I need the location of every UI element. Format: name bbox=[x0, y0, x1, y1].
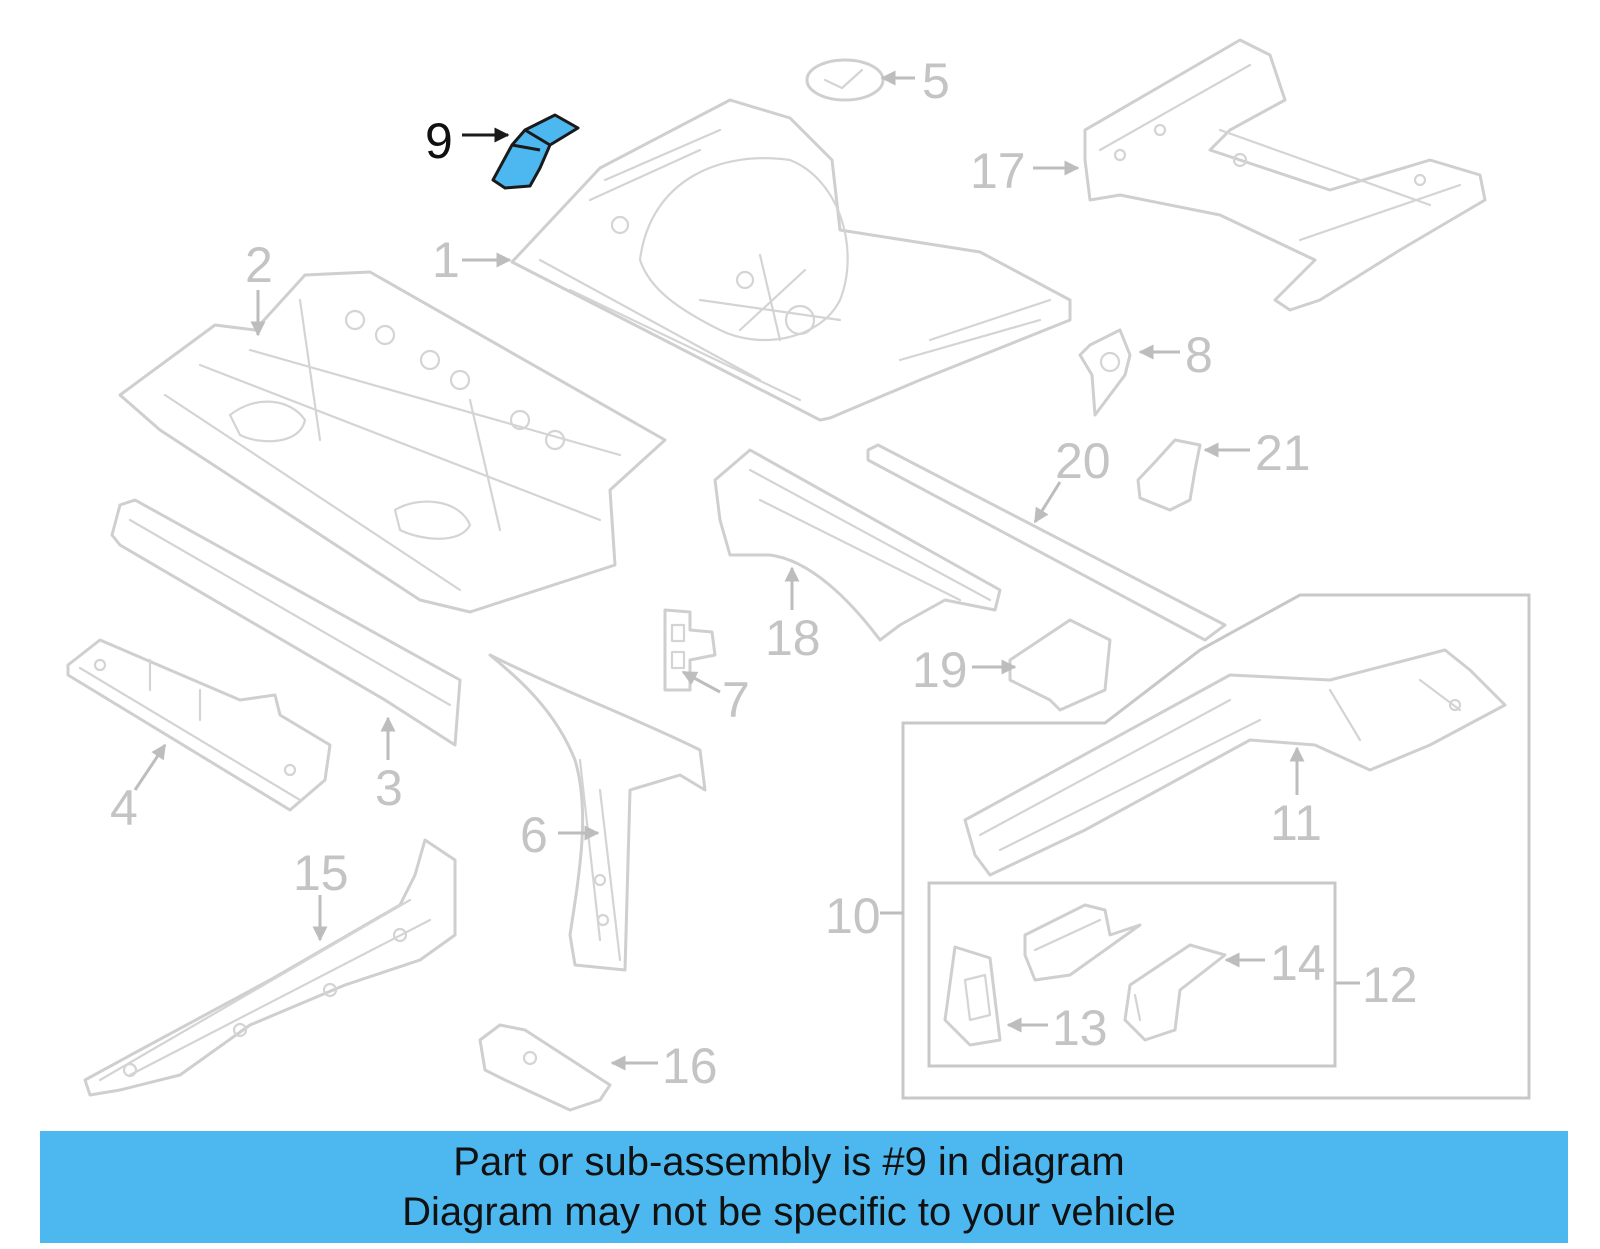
part-7-bracket[interactable] bbox=[663, 608, 717, 692]
svg-text:1: 1 bbox=[432, 232, 460, 288]
callout-1: 1 bbox=[432, 232, 512, 288]
svg-text:5: 5 bbox=[922, 53, 950, 109]
svg-text:15: 15 bbox=[293, 845, 349, 901]
callout-20: 20 bbox=[1033, 433, 1111, 524]
caption-line-1: Part or sub-assembly is #9 in diagram bbox=[453, 1140, 1125, 1184]
part-8-bracket[interactable] bbox=[1078, 328, 1132, 417]
callout-8: 8 bbox=[1138, 327, 1213, 383]
assembly-10-box bbox=[901, 593, 1531, 1100]
callout-19: 19 bbox=[912, 642, 1017, 698]
svg-text:2: 2 bbox=[245, 237, 273, 293]
svg-text:6: 6 bbox=[520, 807, 548, 863]
callout-9-label: 9 bbox=[425, 113, 453, 169]
part-12-reinforcement[interactable] bbox=[1023, 903, 1142, 982]
svg-text:7: 7 bbox=[722, 672, 750, 728]
svg-text:12: 12 bbox=[1362, 957, 1418, 1013]
callout-10: 10 bbox=[825, 888, 903, 944]
callout-16: 16 bbox=[610, 1038, 718, 1094]
part-6-hinge-pillar[interactable] bbox=[488, 653, 707, 972]
svg-text:20: 20 bbox=[1055, 433, 1111, 489]
part-20-rail[interactable] bbox=[866, 443, 1227, 642]
svg-text:17: 17 bbox=[970, 143, 1026, 199]
part-21-bracket[interactable] bbox=[1136, 438, 1202, 512]
callout-3: 3 bbox=[375, 716, 403, 816]
part-1-rear-floor-pan[interactable] bbox=[510, 98, 1072, 422]
svg-text:16: 16 bbox=[662, 1038, 718, 1094]
callout-15: 15 bbox=[293, 845, 349, 942]
svg-text:10: 10 bbox=[825, 888, 881, 944]
callout-5: 5 bbox=[880, 53, 950, 109]
part-18-wheelhouse[interactable] bbox=[713, 448, 1002, 642]
part-2-front-floor-pan[interactable] bbox=[118, 270, 667, 614]
callout-11: 11 bbox=[1270, 746, 1322, 851]
callout-13: 13 bbox=[1006, 1000, 1108, 1056]
part-15-side-sill[interactable] bbox=[83, 838, 457, 1097]
svg-text:19: 19 bbox=[912, 642, 968, 698]
svg-text:11: 11 bbox=[1270, 795, 1322, 851]
part-9-highlighted[interactable]: 9 bbox=[425, 113, 580, 190]
svg-text:14: 14 bbox=[1270, 935, 1326, 991]
part-5-plug[interactable] bbox=[805, 58, 885, 102]
callout-18: 18 bbox=[765, 566, 821, 666]
part-13-plate[interactable] bbox=[943, 945, 1002, 1047]
part-4-crossmember[interactable] bbox=[66, 638, 332, 812]
part-17-rear-crossmember[interactable] bbox=[1083, 38, 1487, 312]
callout-6: 6 bbox=[520, 807, 600, 863]
svg-text:4: 4 bbox=[110, 780, 138, 836]
callout-21: 21 bbox=[1203, 425, 1311, 481]
assembly-12-box bbox=[927, 881, 1337, 1068]
part-11-rear-side-member[interactable] bbox=[963, 648, 1507, 877]
part-16-bracket[interactable] bbox=[478, 1023, 612, 1112]
part-3-reinforcement[interactable] bbox=[110, 498, 462, 747]
caption-banner: Part or sub-assembly is #9 in diagram Di… bbox=[40, 1131, 1568, 1243]
callout-7: 7 bbox=[681, 670, 750, 728]
svg-text:13: 13 bbox=[1052, 1000, 1108, 1056]
part-19-bracket[interactable] bbox=[1008, 618, 1112, 712]
svg-text:8: 8 bbox=[1185, 327, 1213, 383]
callout-12: 12 bbox=[1335, 957, 1418, 1013]
svg-text:3: 3 bbox=[375, 760, 403, 816]
caption-line-2: Diagram may not be specific to your vehi… bbox=[402, 1190, 1176, 1234]
callout-14: 14 bbox=[1224, 935, 1326, 991]
part-14-bracket[interactable] bbox=[1123, 943, 1227, 1042]
callout-17: 17 bbox=[970, 143, 1080, 199]
callout-2: 2 bbox=[245, 237, 273, 337]
svg-text:21: 21 bbox=[1255, 425, 1311, 481]
svg-text:18: 18 bbox=[765, 610, 821, 666]
callout-4: 4 bbox=[110, 743, 167, 836]
